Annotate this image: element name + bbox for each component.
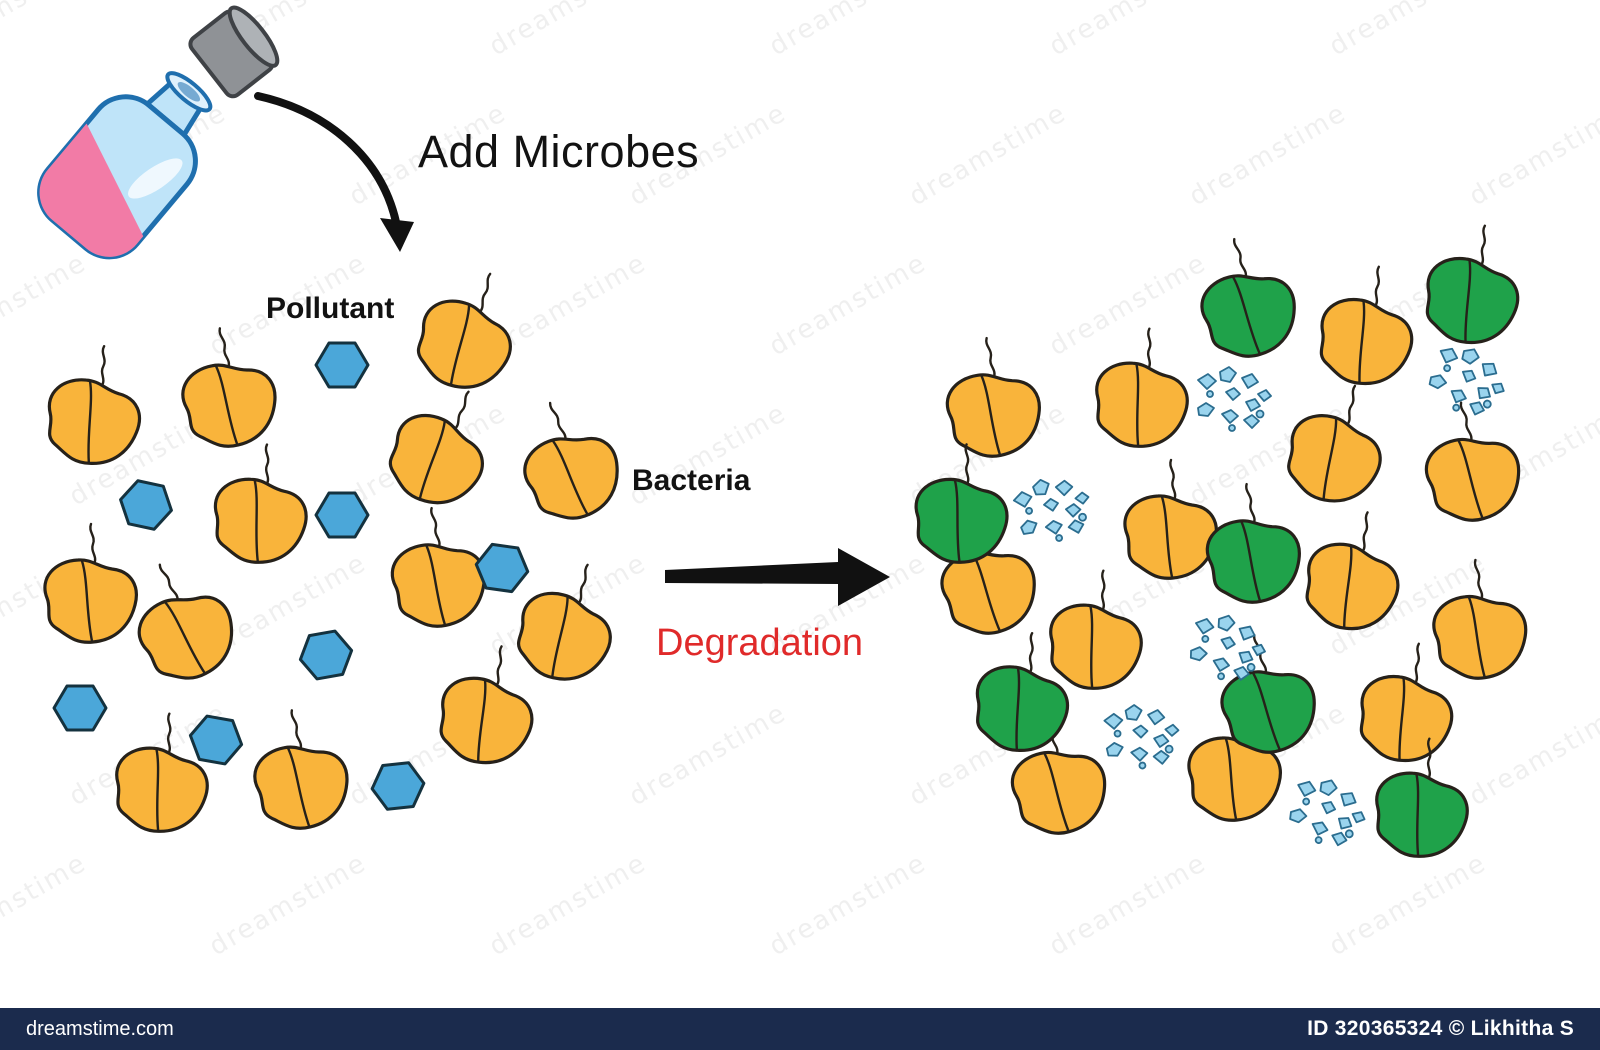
- bacterium-green-microbe: [910, 439, 1014, 568]
- bacterium-orange: [1427, 555, 1531, 683]
- pollutant-hexagon: [314, 341, 370, 389]
- degraded-pollutant-fragments: [1102, 700, 1183, 773]
- microbe-vial-icon: [24, 5, 280, 272]
- diagram-canvas: [24, 5, 1532, 863]
- bacterium-orange: [115, 546, 248, 694]
- pollutant-hexagon: [185, 712, 247, 768]
- bacterium-orange: [244, 702, 355, 836]
- add-microbes-label: Add Microbes: [418, 126, 700, 177]
- bacteria-label: Bacteria: [632, 464, 751, 497]
- bacterium-orange: [1043, 564, 1151, 695]
- bacterium-orange: [1414, 393, 1528, 529]
- add-microbes-arrow: [254, 92, 414, 252]
- bacterium-orange: [404, 256, 535, 403]
- bacterium-orange: [384, 501, 491, 633]
- pollutant-hexagon: [114, 476, 178, 534]
- bacterium-orange: [1296, 501, 1414, 640]
- footer-credit-text: ID 320365324 © Likhitha S: [1307, 1017, 1574, 1040]
- degraded-pollutant-fragments: [1422, 337, 1515, 425]
- bacterium-orange: [43, 522, 138, 644]
- bacterium-orange: [1089, 322, 1197, 453]
- pollutant-hexagon: [295, 627, 357, 683]
- degradation-arrow: [665, 548, 890, 606]
- bacterium-green-microbe: [1417, 216, 1532, 352]
- vial-highlight: [128, 158, 183, 199]
- bacterium-orange: [1123, 458, 1218, 580]
- footer-site-text: dreamstime.com: [26, 1017, 174, 1040]
- bacterium-orange: [40, 338, 151, 472]
- bacterium-green-microbe: [1199, 477, 1306, 609]
- vial-cap: [188, 5, 280, 99]
- degradation-label: Degradation: [656, 622, 864, 664]
- bacterium-orange: [172, 320, 283, 454]
- vial-liquid: [24, 123, 144, 272]
- bacterium-orange: [375, 370, 512, 520]
- pollutant-hexagon: [368, 759, 428, 813]
- vial-opening-hole: [177, 82, 201, 102]
- bacterium-green-microbe: [1187, 228, 1305, 367]
- pollutant-hexagon: [52, 684, 108, 732]
- degraded-pollutant-fragments: [1197, 366, 1272, 432]
- bacterium-orange: [504, 387, 632, 532]
- pollutant-hexagon: [314, 491, 370, 539]
- degraded-pollutant-fragments: [1009, 468, 1099, 551]
- pollutant-label: Pollutant: [266, 292, 395, 325]
- bacterium-orange: [1276, 371, 1401, 514]
- bacterium-orange: [1311, 257, 1426, 393]
- degraded-pollutant-fragments: [1284, 771, 1373, 854]
- bacterium-orange: [209, 438, 314, 568]
- bacterium-orange: [939, 331, 1046, 463]
- footer-bar: dreamstime.com ID 320365324 © Likhitha S: [0, 1008, 1600, 1050]
